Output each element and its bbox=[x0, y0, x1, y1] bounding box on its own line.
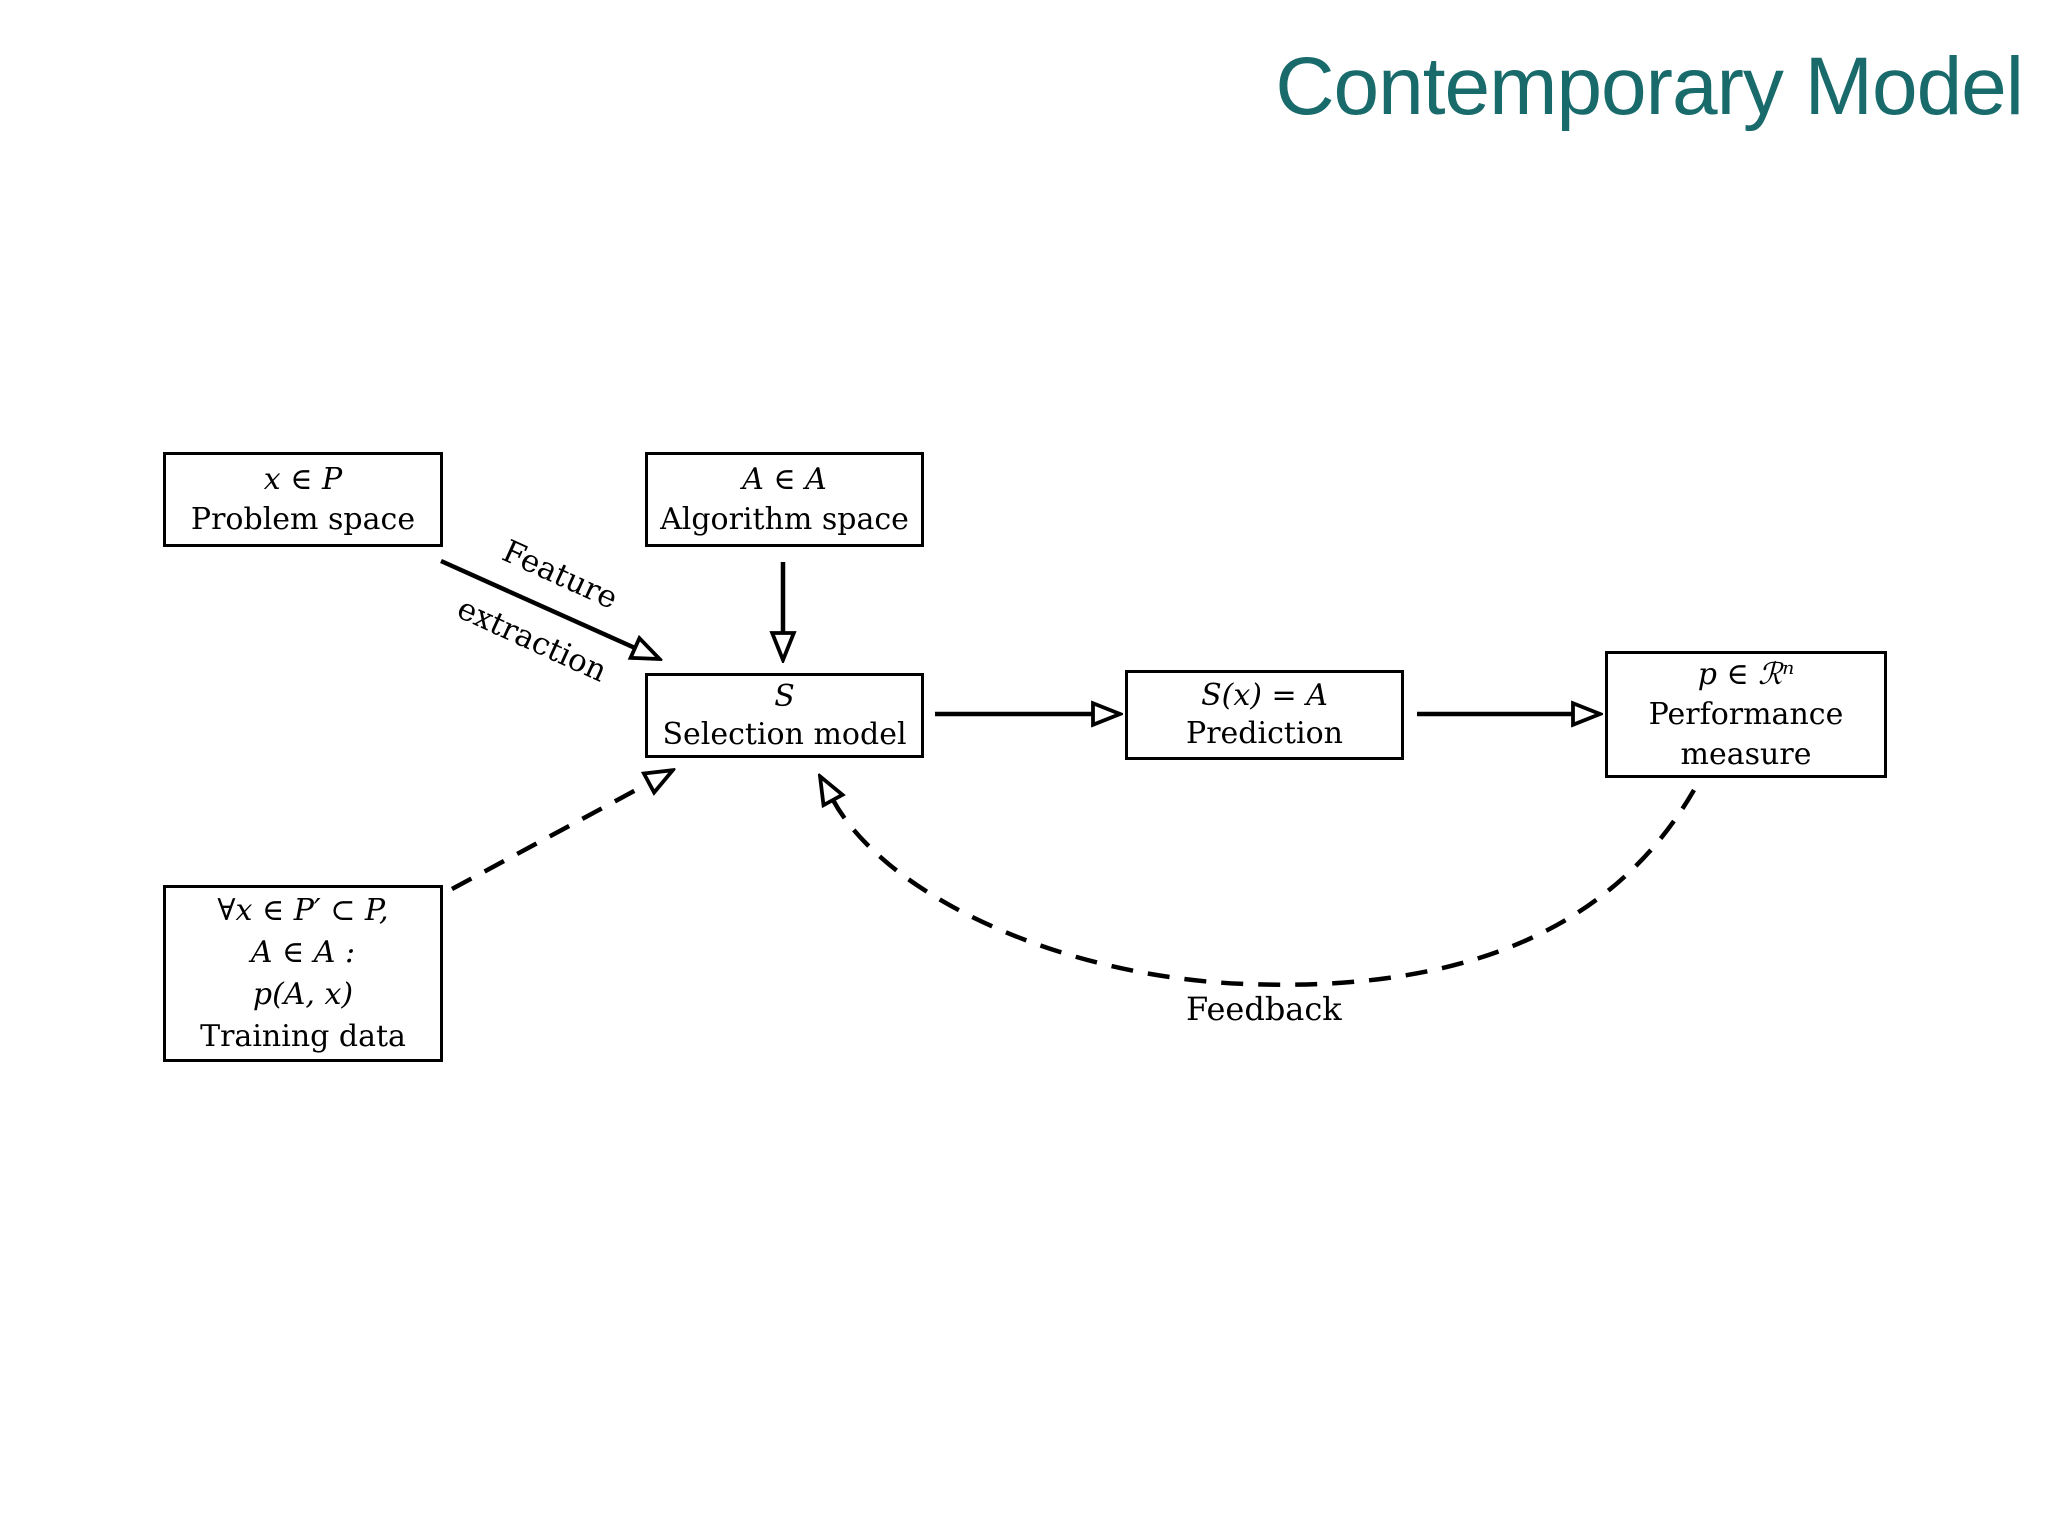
selection-model-label: Selection model bbox=[662, 716, 907, 752]
selection-model-math: S bbox=[774, 678, 795, 714]
feedback-arrow bbox=[833, 790, 1696, 987]
problem-space-math: x ∈ P bbox=[263, 461, 343, 497]
prediction-label: Prediction bbox=[1186, 716, 1343, 751]
training-data-math-line3: p(A, x) bbox=[252, 976, 354, 1012]
performance-measure-label: Performance measure bbox=[1648, 696, 1844, 772]
node-training-data: ∀x ∈ P′ ⊂ P, A ∈ A : p(A, x) Training da… bbox=[163, 885, 443, 1062]
slide-title: Contemporary Model bbox=[1275, 41, 2024, 132]
problem-space-label: Problem space bbox=[190, 501, 416, 537]
algorithm-space-label: Algorithm space bbox=[660, 501, 909, 537]
node-selection-model: S Selection model bbox=[645, 673, 924, 758]
node-algorithm-space: A ∈ A Algorithm space bbox=[645, 452, 924, 547]
node-problem-space: x ∈ P Problem space bbox=[163, 452, 443, 547]
node-performance-measure: p ∈ ℛⁿ Performance measure bbox=[1605, 651, 1887, 778]
training-to-selection-arrow bbox=[450, 783, 649, 891]
node-prediction: S(x) = A Prediction bbox=[1125, 670, 1404, 760]
prediction-math: S(x) = A bbox=[1201, 678, 1328, 713]
training-data-math-line2: A ∈ A : bbox=[250, 934, 356, 970]
algorithm-space-math: A ∈ A bbox=[742, 461, 827, 497]
training-data-label: Training data bbox=[200, 1018, 406, 1054]
training-data-math-line1: ∀x ∈ P′ ⊂ P, bbox=[217, 892, 389, 928]
performance-measure-math: p ∈ ℛⁿ bbox=[1697, 656, 1795, 692]
feedback-label: Feedback bbox=[1186, 990, 1342, 1028]
feature-extraction-arrow bbox=[440, 558, 635, 648]
